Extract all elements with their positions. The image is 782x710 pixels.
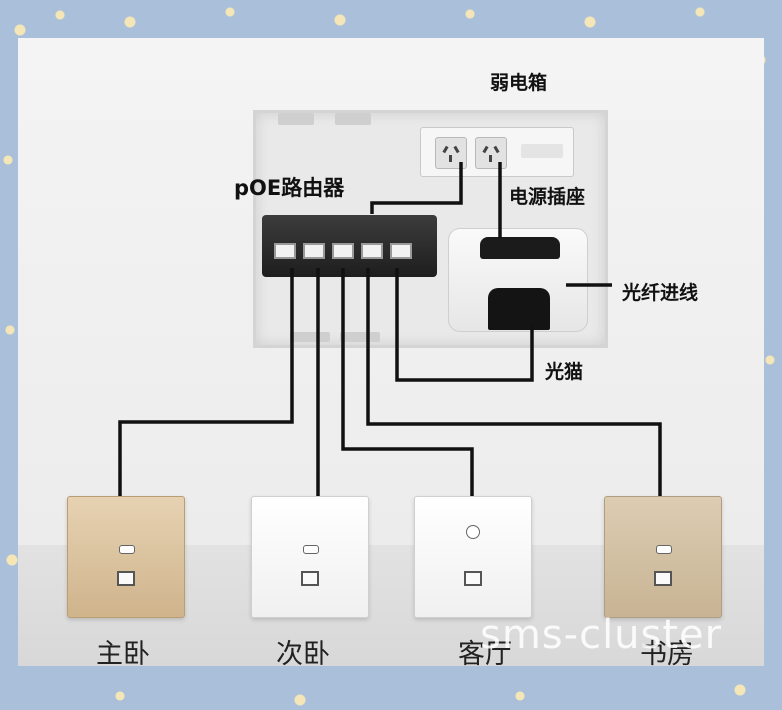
watermark: sms-cluster (480, 612, 723, 658)
ethernet-jack-icon (301, 571, 319, 586)
power-strip-label: 电源插座 (509, 186, 586, 208)
room-name: 次卧 (276, 639, 330, 670)
enclosure-label: 弱电箱 (490, 72, 548, 94)
panel-indicator (119, 545, 135, 554)
cable-study (366, 268, 662, 498)
cable-master-bedroom (118, 268, 294, 498)
power-strip (420, 127, 574, 177)
panel-study (604, 496, 722, 618)
strip-switch (521, 144, 563, 158)
panel-indicator (303, 545, 319, 554)
room-name: 客厅 (458, 639, 512, 670)
box-tab (278, 113, 314, 125)
router-port (332, 243, 354, 259)
panel-master-bedroom (67, 496, 185, 618)
router-port (303, 243, 325, 259)
cable-living-room (341, 268, 474, 498)
panel-second-bedroom (251, 496, 369, 618)
ethernet-jack-icon (654, 571, 672, 586)
fiber-in-label: 光纤进线 (622, 282, 699, 304)
ethernet-jack-icon (117, 571, 135, 586)
room-name: 书房 (640, 639, 694, 670)
box-tab (335, 113, 371, 125)
panel-indicator (656, 545, 672, 554)
panel-indicator (466, 525, 480, 539)
router-label: pOE路由器 (234, 176, 345, 200)
modem-fiber-port (488, 288, 550, 330)
box-tab (340, 332, 380, 342)
box-tab (290, 332, 330, 342)
panel-living-room (414, 496, 532, 618)
modem-top-cap (480, 237, 560, 259)
modem-label: 光猫 (545, 361, 584, 383)
router-power-cable (370, 162, 463, 214)
ethernet-jack-icon (464, 571, 482, 586)
router-port (361, 243, 383, 259)
router-port (274, 243, 296, 259)
router-modem-cable (395, 268, 534, 382)
router-port (390, 243, 412, 259)
poe-router (262, 215, 437, 277)
room-name: 主卧 (96, 639, 150, 670)
